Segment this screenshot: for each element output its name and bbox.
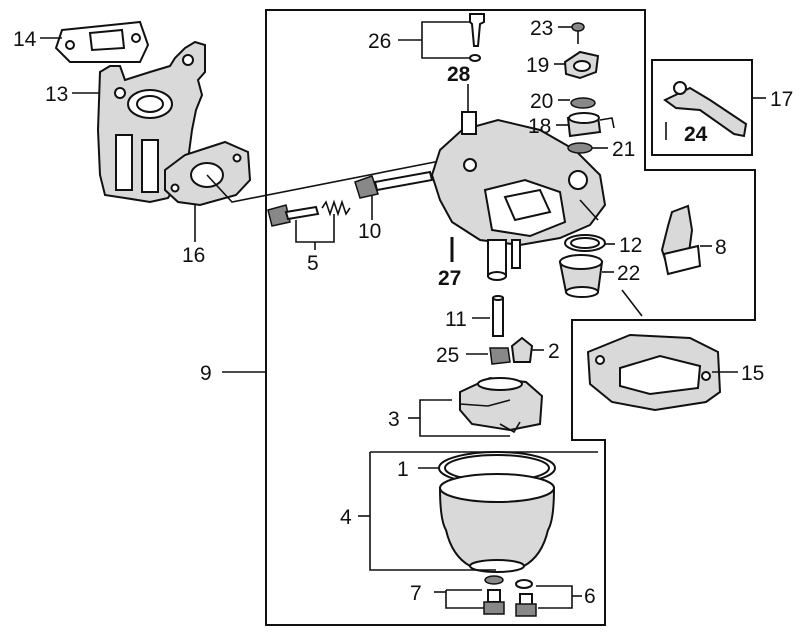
- callout-27: 27: [438, 267, 461, 290]
- callout-21: 21: [612, 138, 635, 161]
- gasket-part-14: [54, 20, 150, 63]
- callout-22: 22: [617, 262, 640, 285]
- callout-9: 9: [200, 362, 212, 385]
- callout-11: 11: [445, 308, 467, 331]
- callout-28: 28: [447, 63, 471, 86]
- callout-4: 4: [340, 506, 352, 529]
- float-part-3: [459, 376, 544, 434]
- bracket-26: [421, 21, 470, 59]
- callout-3: 3: [388, 408, 400, 431]
- callout-1: 1: [397, 458, 409, 481]
- callout-24: 24: [684, 123, 708, 146]
- o-ring-part-12: [564, 234, 606, 252]
- callout-23: 23: [530, 17, 553, 40]
- callout-25: 25: [436, 344, 459, 367]
- washer-part-20: [570, 97, 596, 109]
- needle-part-26: [469, 13, 485, 62]
- nut-part-25: [489, 347, 511, 365]
- callout-15: 15: [741, 362, 764, 385]
- callout-7: 7: [410, 582, 422, 605]
- valve-part-18: [566, 112, 615, 138]
- carburetor-body-part-27: [430, 111, 607, 281]
- gasket-part-16: [164, 140, 252, 207]
- float-pin-part-11: [492, 295, 504, 337]
- bracket-6: [536, 585, 573, 609]
- callout-14: 14: [13, 28, 37, 51]
- screw-part-23: [571, 22, 585, 44]
- callout-2: 2: [548, 340, 560, 363]
- choke-lever-part-24: [663, 81, 748, 140]
- screw-part-6: [515, 579, 537, 617]
- callout-5: 5: [307, 252, 319, 275]
- pilot-screw-part-10: [354, 170, 434, 199]
- callout-17: 17: [770, 88, 793, 111]
- seat-part-22: [558, 254, 604, 298]
- needle-valve-part-2: [510, 336, 534, 363]
- callout-12: 12: [619, 234, 642, 257]
- callout-26: 26: [368, 30, 391, 53]
- callout-16: 16: [182, 244, 205, 267]
- drain-bolt-part-7: [483, 575, 505, 615]
- callout-6: 6: [584, 585, 596, 608]
- choke-lever-frame: [651, 59, 753, 156]
- leader-16-connection: [206, 159, 446, 203]
- bracket-4: [369, 452, 496, 571]
- callout-18: 18: [528, 115, 551, 138]
- callout-8: 8: [715, 236, 727, 259]
- assembly-frame: [265, 9, 756, 626]
- cover-part-19: [563, 50, 600, 80]
- callout-10: 10: [358, 220, 381, 243]
- washer-part-21: [567, 142, 593, 154]
- idle-screw-part-5: [267, 199, 351, 227]
- float-bowl-part-4: [438, 473, 556, 573]
- leader-22-tail: [621, 289, 643, 317]
- callout-13: 13: [45, 83, 68, 106]
- callout-19: 19: [526, 54, 549, 77]
- bracket-5: [295, 214, 335, 243]
- callout-20: 20: [530, 90, 553, 113]
- gasket-part-15: [586, 333, 722, 412]
- choke-plate-part-8: [660, 204, 702, 276]
- leader-body: [579, 199, 599, 221]
- bracket-7: [445, 589, 484, 609]
